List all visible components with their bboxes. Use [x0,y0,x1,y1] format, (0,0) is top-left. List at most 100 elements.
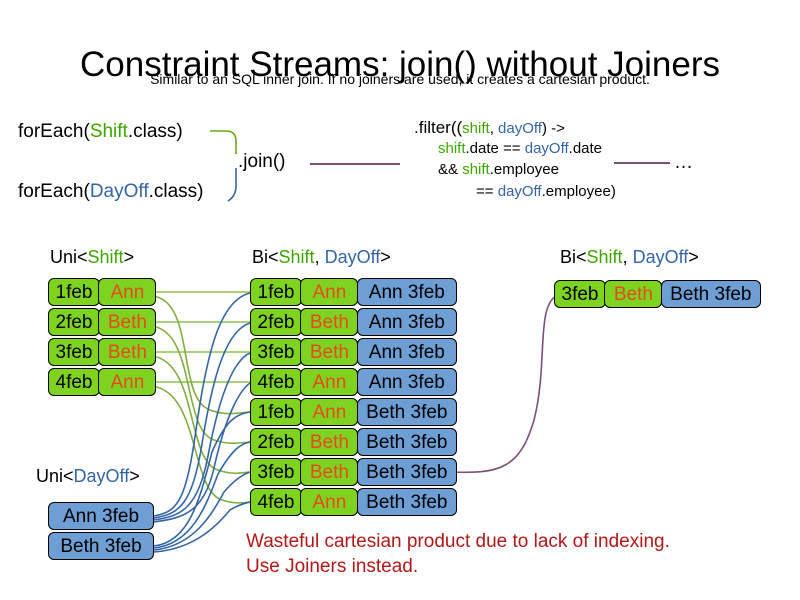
caption-bi-middle-comma: , [314,247,325,267]
bi-dayoff: Ann 3feb [356,338,457,366]
caption-uni-dayoff-type: DayOff [73,466,130,486]
caption-uni-shift-type: Shift [87,247,124,267]
bi-shift-employee: Beth [300,338,359,366]
filter-l4-dayoff: dayOff [497,183,542,200]
link-dayoff1-bi3 [153,352,251,521]
shift-employee: Ann [98,278,157,306]
link-dayoff1-bi2 [153,322,251,519]
foreach-shift-prefix: forEach( [18,121,90,142]
bi-shift-employee: Ann [300,278,359,306]
brace-dayoff-to-join [227,168,237,202]
dayoff-value: Beth 3feb [48,532,154,560]
foreach-shift-suffix: .class) [127,121,183,142]
link-dayoff2-bi8 [153,501,251,553]
result-shift-employee: Beth [604,280,663,308]
code-ellipsis: … [674,152,694,173]
filter-open: .filter(( [414,118,463,137]
uni-dayoff-tuple[interactable]: Ann 3feb [48,502,154,530]
bi-dayoff: Ann 3feb [356,368,457,396]
code-join-label: .join() [238,151,286,172]
code-foreach-shift: forEach(Shift.class) [18,120,183,143]
bi-shift-date: 3feb [250,338,302,366]
filter-param-comma: , [489,120,499,137]
caption-uni-dayoff-suffix: > [129,466,140,486]
bi-dayoff: Beth 3feb [356,428,457,456]
bi-middle-tuple[interactable]: 4feb Ann Ann 3feb [250,368,457,396]
link-dayoff2-bi5 [153,411,251,547]
link-dayoff1-bi1 [153,292,251,517]
caption-uni-shift: Uni<Shift> [50,246,134,268]
filter-param-shift: shift [462,120,490,137]
brace-shift-to-join [210,130,237,154]
bi-right-tuple[interactable]: 3feb Beth Beth 3feb [554,280,761,308]
caption-bi-right: Bi<Shift, DayOff> [560,246,699,268]
shift-date: 3feb [48,338,100,366]
filter-line-4: == dayOff.employee) [414,180,616,203]
caption-bi-right-prefix: Bi< [560,247,587,267]
bi-middle-tuple[interactable]: 3feb Beth Beth 3feb [250,458,457,486]
bi-shift-date: 4feb [250,368,302,396]
bi-middle-tuple[interactable]: 2feb Beth Ann 3feb [250,308,457,336]
bi-shift-date: 1feb [250,278,302,306]
link-dayoff1-bi4 [153,382,251,523]
result-shift-date: 3feb [554,280,606,308]
page-title: Constraint Streams: join() without Joine… [80,45,720,85]
bi-shift-employee: Ann [300,398,359,426]
bi-shift-employee: Ann [300,488,359,516]
filter-param-dayoff: dayOff [498,120,542,137]
bi-middle-tuple[interactable]: 2feb Beth Beth 3feb [250,428,457,456]
link-shift3-bi7 [151,355,251,475]
bi-shift-employee: Ann [300,368,359,396]
filter-l3-shift: shift [462,161,490,178]
link-dayoff2-bi6 [153,441,251,549]
uni-shift-tuple[interactable]: 4feb Ann [48,368,157,396]
filter-l4-eq: == [476,183,498,200]
bi-shift-date: 2feb [250,428,302,456]
bi-dayoff: Beth 3feb [356,458,457,486]
filter-line-2: shift.date == dayOff.date [414,138,616,159]
bi-dayoff: Ann 3feb [356,308,457,336]
filter-l2-b: .date [568,140,603,157]
caption-bi-middle-suffix: > [380,247,391,267]
bi-middle-tuple[interactable]: 1feb Ann Ann 3feb [250,278,457,306]
foreach-dayoff-suffix: .class) [148,181,204,202]
bi-middle-tuple[interactable]: 3feb Beth Ann 3feb [250,338,457,366]
bi-dayoff: Ann 3feb [356,278,457,306]
caption-bi-middle: Bi<Shift, DayOff> [252,246,391,268]
bi-middle-tuple[interactable]: 1feb Ann Beth 3feb [250,398,457,426]
shift-employee: Beth [98,308,157,336]
link-bi7-to-result [451,295,557,474]
code-foreach-dayoff: forEach(DayOff.class) [18,180,204,203]
link-shift1-bi5 [151,295,251,415]
page-subtitle: Similar to an SQL inner join. If no join… [150,71,650,87]
filter-l3-and: && [438,161,463,178]
caption-bi-middle-type1: Shift [278,247,315,267]
filter-l2-dayoff: dayOff [524,140,569,157]
uni-shift-tuple[interactable]: 2feb Beth [48,308,157,336]
caption-bi-middle-type2: DayOff [324,247,381,267]
shift-employee: Beth [98,338,157,366]
caption-bi-right-suffix: > [688,247,699,267]
bi-shift-date: 1feb [250,398,302,426]
bi-middle-tuple[interactable]: 4feb Ann Beth 3feb [250,488,457,516]
caption-uni-shift-suffix: > [123,247,135,267]
uni-dayoff-tuple[interactable]: Beth 3feb [48,532,154,560]
uni-shift-tuple[interactable]: 1feb Ann [48,278,157,306]
filter-l2-shift: shift [438,140,466,157]
bi-dayoff: Beth 3feb [356,488,457,516]
uni-shift-tuple[interactable]: 3feb Beth [48,338,157,366]
shift-date: 2feb [48,308,100,336]
link-shift4-bi8 [151,385,251,504]
filter-line-1: .filter((shift, dayOff) -> [414,118,616,138]
result-dayoff: Beth 3feb [660,280,761,308]
bi-shift-date: 4feb [250,488,302,516]
caption-bi-right-type2: DayOff [632,247,689,267]
filter-l4-b: .employee) [541,183,616,200]
caption-bi-right-type1: Shift [586,247,623,267]
filter-arrow: ) -> [541,120,565,137]
caption-bi-right-comma: , [622,247,633,267]
warning-line-1: Wasteful cartesian product due to lack o… [246,531,670,552]
caption-uni-shift-prefix: Uni< [50,247,88,267]
code-filter-block: .filter((shift, dayOff) -> shift.date ==… [414,118,616,203]
